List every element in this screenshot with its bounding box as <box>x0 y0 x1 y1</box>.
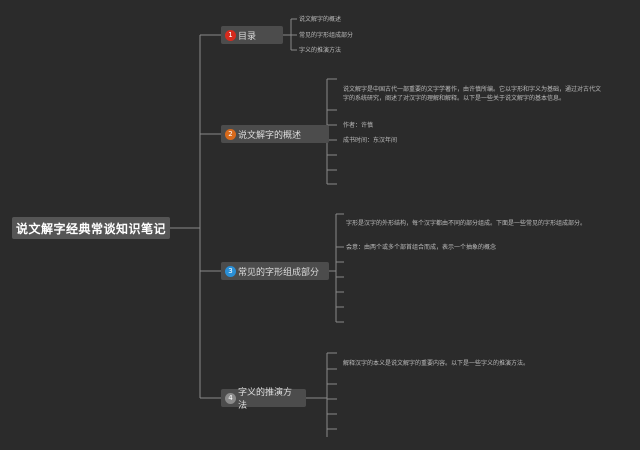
overview-date[interactable]: 成书时间：东汉年间 <box>343 137 398 144</box>
topic-title: 目录 <box>238 31 257 42</box>
glyph-parts-huiyi[interactable]: 会意：由两个或多个部首组合而成，表示一个抽象的概念 <box>346 244 497 251</box>
topic-overview[interactable]: 2 说文解字的概述 <box>221 125 329 143</box>
number-badge-icon: 4 <box>225 392 236 404</box>
topic-title: 常见的字形组成部分 <box>238 267 320 278</box>
number-badge-icon: 1 <box>225 29 236 41</box>
number-badge-icon: 2 <box>225 128 236 140</box>
root-topic[interactable]: 说文解字经典常谈知识笔记 <box>12 217 170 239</box>
glyph-parts-description[interactable]: 字形是汉字的外形结构，每个汉字都由不同的部分组成。下面是一些常见的字形组成部分。 <box>346 220 587 227</box>
overview-description[interactable]: 说文解字是中国古代一部重要的文字学著作，由许慎所编。它以字形和字义为基础，通过对… <box>343 86 602 102</box>
contents-item-glyph-parts[interactable]: 常见的字形组成部分 <box>299 32 354 39</box>
topic-meaning-methods[interactable]: 4 字义的推演方法 <box>221 388 306 411</box>
contents-item-overview[interactable]: 说文解字的概述 <box>299 16 342 23</box>
number-badge-icon: 3 <box>225 265 236 277</box>
overview-author[interactable]: 作者：许慎 <box>343 122 374 129</box>
topic-title: 字义的推演方法 <box>238 388 293 411</box>
contents-item-meaning-methods[interactable]: 字义的推演方法 <box>299 47 342 54</box>
topic-glyph-parts[interactable]: 3 常见的字形组成部分 <box>221 262 329 280</box>
meaning-methods-description[interactable]: 解释汉字的本义是说文解字的重要内容。以下是一些字义的推演方法。 <box>343 360 530 367</box>
topic-contents[interactable]: 1 目录 <box>221 26 283 44</box>
topic-title: 说文解字的概述 <box>238 130 302 141</box>
root-title: 说文解字经典常谈知识笔记 <box>15 221 166 236</box>
